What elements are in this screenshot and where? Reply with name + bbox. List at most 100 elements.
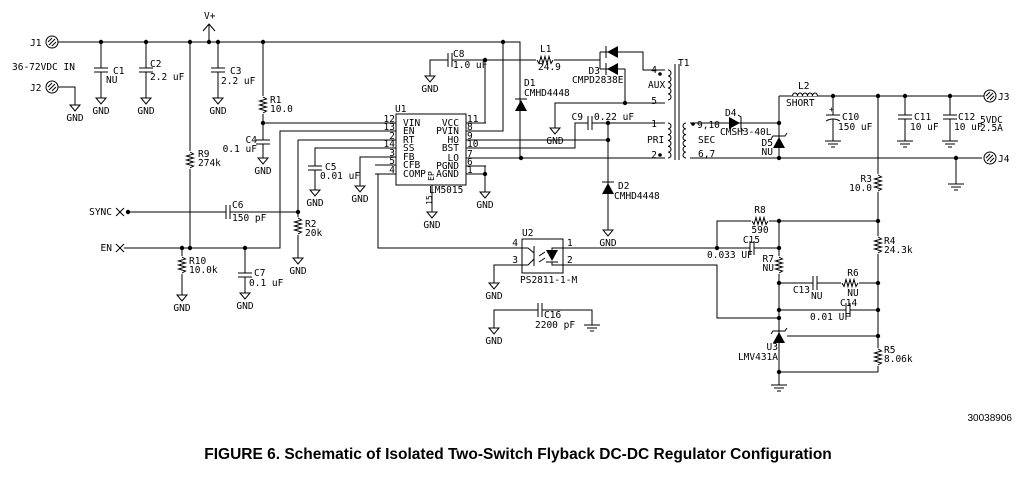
gnd-triangle-icon	[139, 97, 153, 105]
gnd-label: GND	[236, 301, 253, 312]
components-c1-ref: C1	[113, 66, 125, 77]
u1-pin-name: HO	[448, 135, 460, 146]
junction-dot	[206, 39, 212, 45]
components-r7-ref: R7	[763, 254, 774, 265]
earth-ground-icon	[584, 324, 600, 332]
components-c14-ref: C14	[840, 298, 857, 309]
components-c16-value: 2200 pF	[535, 320, 575, 331]
bg	[750, 240, 754, 256]
resistor-zigzag-icon	[773, 256, 785, 274]
components-c5-ref: C5	[325, 162, 336, 173]
transformer-winding-icon	[667, 122, 672, 159]
components-c11-value: 10 uF	[910, 122, 939, 133]
input-voltage-label: 36-72VDC IN	[12, 62, 75, 73]
u1-pin-name: FB	[403, 152, 415, 163]
earth-ground-icon	[948, 183, 964, 191]
u1-ep-pin-number: 15	[425, 195, 434, 205]
capacitor-symbol	[812, 275, 818, 291]
capacitor-symbol	[210, 67, 226, 73]
u1-ep-pin-name: EP	[427, 171, 436, 181]
x	[115, 207, 125, 217]
bg	[293, 217, 303, 235]
hatch	[989, 157, 995, 163]
diode-triangle-icon	[729, 117, 740, 129]
components-c13-value: NU	[811, 291, 823, 302]
connector-ring-icon	[983, 89, 997, 103]
gnd-triangle-icon	[487, 327, 501, 335]
gnd-triangle-icon	[423, 75, 437, 83]
components-c6-value: 150 pF	[232, 213, 267, 224]
wire	[58, 41, 521, 158]
gnd-triangle-icon	[548, 127, 562, 135]
pin-number: 4	[512, 238, 518, 249]
resistor-zigzag-icon	[751, 215, 769, 227]
components-u2-value: PS2811-1-M	[520, 275, 577, 286]
u1-pin-number: 11	[467, 114, 479, 125]
components-c8-ref: C8	[453, 49, 465, 60]
u1-pin-number: 10	[467, 139, 479, 150]
u1-pin-name: EN	[403, 126, 415, 137]
u1-pin-number: 4	[389, 165, 395, 176]
gnd-symbol: GND	[599, 229, 617, 249]
resistor-zigzag-icon	[176, 256, 188, 274]
junction-dot	[875, 307, 881, 313]
diode-symbol	[770, 327, 788, 343]
resistor-zigzag-icon	[257, 96, 269, 114]
u1-pin-name: COMP	[403, 169, 426, 180]
junction-dot	[500, 39, 506, 45]
gnd-triangle-icon	[256, 157, 270, 165]
gnd-symbol: GND	[137, 97, 155, 117]
bg	[897, 115, 913, 119]
components-c7-value: 0.1 uF	[249, 278, 284, 289]
sync-pin-marker	[115, 207, 125, 217]
diode-triangle-icon	[607, 46, 618, 58]
diode-bar-icon	[737, 114, 745, 132]
components-d2-ref: D2	[618, 181, 629, 192]
gnd-symbol: GND	[66, 104, 84, 124]
components-d5-value: NU	[762, 147, 774, 158]
resistor-zigzag-icon	[536, 54, 554, 66]
diode-symbol	[515, 98, 527, 111]
junction-dot	[260, 39, 266, 45]
pin-number: 6,7	[698, 149, 715, 160]
components-r7-value: NU	[763, 263, 775, 274]
hatch	[986, 154, 994, 162]
u1-pin-number: 13	[384, 122, 395, 133]
components-c7-ref: C7	[254, 268, 265, 279]
gnd-triangle-icon	[353, 185, 367, 193]
gnd-symbol: GND	[209, 97, 227, 117]
diode-triangle-icon	[607, 63, 618, 75]
capacitor-symbol	[897, 114, 913, 120]
led-lead	[551, 262, 563, 266]
components-c11-ref: C11	[914, 112, 931, 123]
junction-dot	[776, 307, 782, 313]
capacitor-symbol	[307, 165, 323, 171]
bg	[258, 96, 268, 114]
components-c6-ref: C6	[232, 200, 244, 211]
components-r9-ref: R9	[198, 149, 210, 160]
x	[115, 243, 125, 253]
components-r2-ref: R2	[305, 219, 316, 230]
inductor-coil-icon	[792, 92, 818, 97]
gnd-label: GND	[476, 200, 493, 211]
junction-dot	[776, 315, 782, 321]
capacitor-symbol: +	[825, 105, 841, 122]
resistor-symbol	[872, 236, 884, 254]
earth-ground-icon	[825, 140, 841, 148]
components-c12-value: 10 uF	[954, 122, 983, 133]
components-r10-value: 10.0k	[189, 265, 218, 276]
gnd-label: GND	[546, 136, 563, 147]
resistor-symbol	[184, 151, 196, 169]
components-d2-value: CMHD4448	[614, 191, 660, 202]
led-lead	[551, 247, 563, 250]
gnd-triangle-icon	[68, 104, 82, 112]
gnd-triangle-icon	[308, 189, 322, 197]
components-d1-value: CMHD4448	[524, 88, 570, 99]
components-c14-value: 0.01 UF	[810, 312, 850, 323]
connector-j2	[45, 80, 59, 94]
gnd-symbol: GND	[306, 189, 324, 209]
components-d4-ref: D4	[725, 108, 737, 119]
components-r4-value: 24.3k	[884, 245, 913, 256]
earth-ground-icon	[942, 140, 958, 148]
winding-label: AUX	[648, 80, 665, 91]
